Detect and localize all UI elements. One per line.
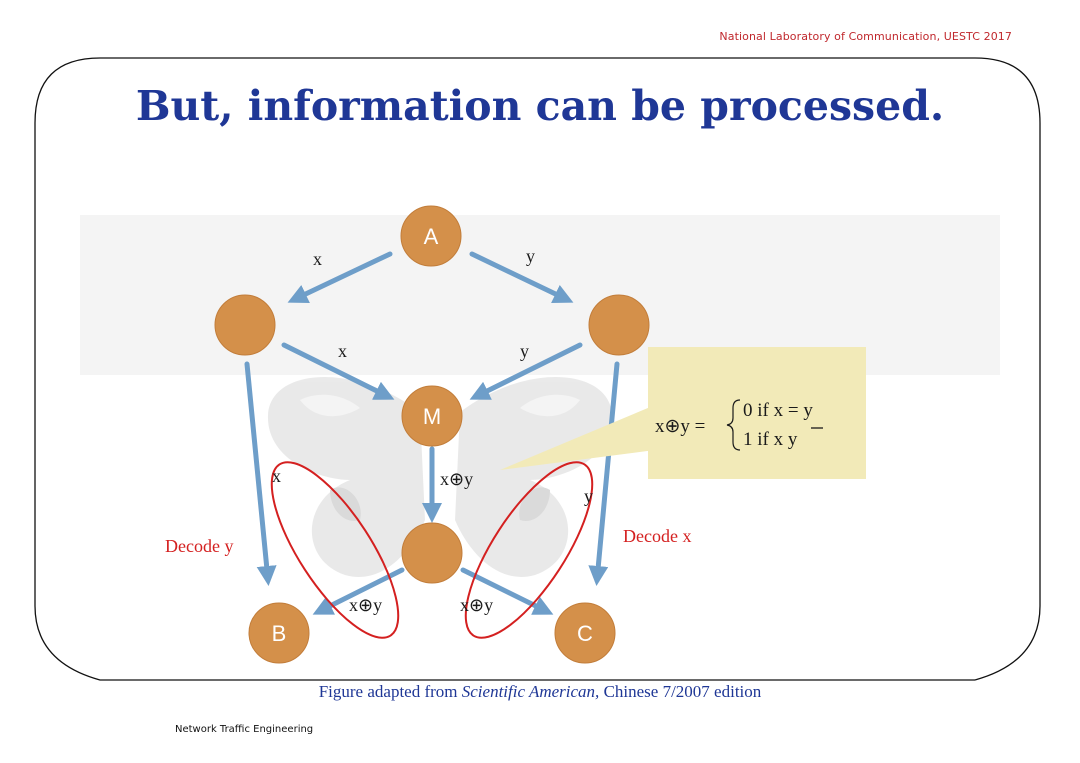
decode-x-label: Decode x <box>623 526 691 546</box>
node-c <box>554 602 616 664</box>
node-left <box>214 294 276 356</box>
node-m <box>401 385 463 447</box>
edge-bottom-c <box>460 567 554 615</box>
node-right <box>588 294 650 356</box>
decode-y-label: Decode y <box>165 536 233 556</box>
formula-callout <box>648 347 866 479</box>
label-right-m: y <box>520 341 529 361</box>
node-b <box>248 602 310 664</box>
callout-pointer <box>500 405 655 470</box>
slide-title: But, information can be processed. <box>135 82 945 130</box>
edge-right-c <box>588 361 620 586</box>
label-a-left: x <box>313 249 322 269</box>
footer-course: Network Traffic Engineering <box>175 724 314 735</box>
affiliation-header: National Laboratory of Communication, UE… <box>719 30 1012 43</box>
figure-caption: Figure adapted from Scientific American,… <box>318 682 762 701</box>
formula-lhs: x⊕y = <box>655 416 705 437</box>
node-m-label: M <box>423 404 441 429</box>
label-a-right: y <box>526 246 535 266</box>
decode-y-ellipse <box>270 461 400 639</box>
edge-left-m <box>281 342 395 400</box>
node-c-label: C <box>577 621 593 646</box>
label-left-m: x <box>338 341 347 361</box>
label-m-out: x⊕y <box>440 469 473 489</box>
node-a <box>400 205 462 267</box>
formula-case-1: 1 if x y <box>743 429 798 450</box>
label-bottom-c: x⊕y <box>460 595 493 615</box>
node-bottom <box>401 522 463 584</box>
butterfly-watermark <box>267 376 613 577</box>
label-right-c: y <box>584 486 593 506</box>
edge-a-right <box>469 251 574 303</box>
edge-a-left <box>287 251 393 304</box>
edge-right-m <box>469 342 583 400</box>
edge-left-b <box>244 361 277 586</box>
decode-x-ellipse <box>464 461 594 639</box>
node-b-label: B <box>272 621 287 646</box>
label-left-b: x <box>272 466 281 486</box>
slide-frame-left <box>34 57 975 681</box>
node-a-label: A <box>424 224 439 249</box>
formula-case-0: 0 if x = y <box>743 400 813 421</box>
formula-brace <box>726 399 741 451</box>
slide-frame <box>100 57 1041 681</box>
label-bottom-b: x⊕y <box>349 595 382 615</box>
